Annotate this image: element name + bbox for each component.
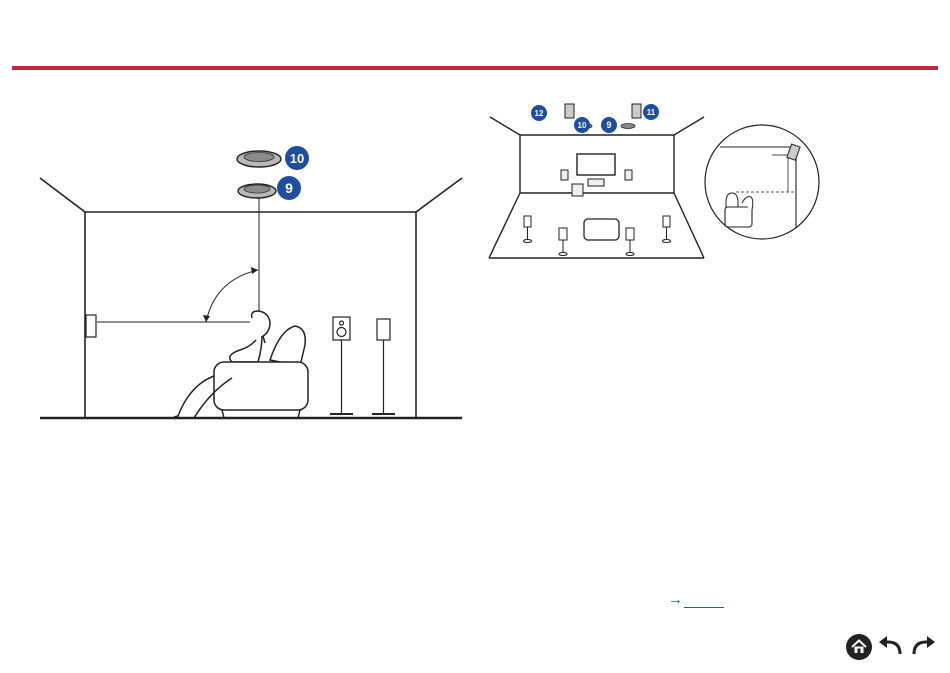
- svg-text:10: 10: [578, 121, 587, 130]
- floor-speaker-rear: [372, 319, 395, 414]
- tv-screen: [577, 154, 615, 175]
- svg-text:9: 9: [606, 120, 611, 130]
- ceiling-speaker-10: [237, 151, 281, 167]
- undo-arrow-icon[interactable]: [876, 632, 906, 662]
- link-text[interactable]: [684, 591, 724, 608]
- header-rule: [12, 66, 938, 70]
- inset-detail: [705, 125, 819, 239]
- svg-text:9: 9: [285, 180, 293, 196]
- home-icon[interactable]: [844, 632, 874, 662]
- page-link[interactable]: →: [668, 591, 724, 608]
- badge-10-small: 10: [574, 117, 590, 133]
- svg-text:10: 10: [290, 151, 304, 166]
- listener-on-sofa: [174, 311, 308, 418]
- badge-9-small: 9: [601, 117, 617, 133]
- svg-text:12: 12: [535, 109, 544, 118]
- ceiling-speaker-9: [238, 184, 276, 198]
- floor-speaker-front: [330, 317, 353, 414]
- redo-arrow-icon[interactable]: [908, 632, 938, 662]
- link-arrow: →: [668, 591, 683, 608]
- sofa: [584, 219, 619, 240]
- perspective-room-diagram: 12 10 9 11: [480, 95, 830, 270]
- badge-10: 10: [285, 146, 309, 170]
- badge-12: 12: [531, 105, 547, 121]
- side-view-diagram: 10 9: [0, 130, 470, 430]
- wall-speaker: [86, 315, 96, 337]
- svg-text:11: 11: [647, 108, 656, 117]
- badge-9: 9: [277, 176, 301, 200]
- navigation-bar: [844, 632, 938, 662]
- badge-11: 11: [643, 104, 659, 120]
